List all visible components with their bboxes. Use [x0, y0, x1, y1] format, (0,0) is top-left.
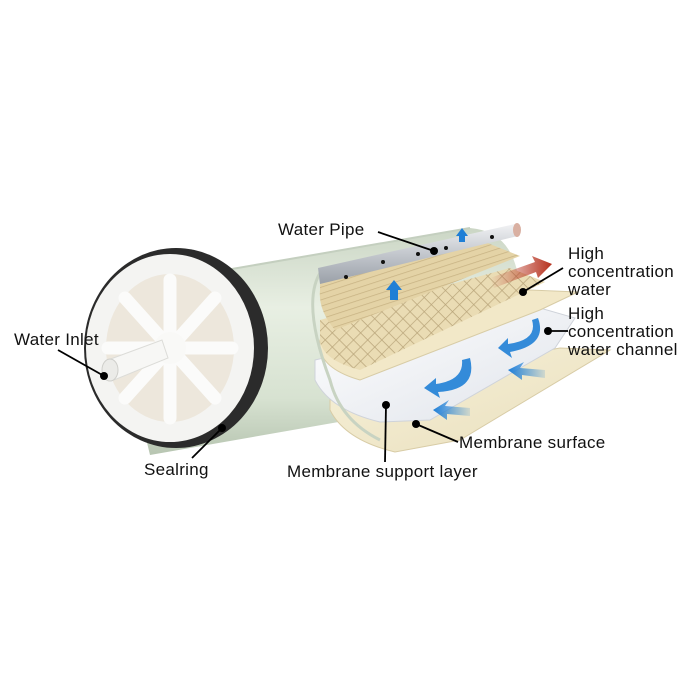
label-membrane-support-layer: Membrane support layer	[287, 462, 478, 481]
red-flow-arrow	[490, 256, 552, 288]
end-cap	[84, 248, 268, 448]
label-sealring: Sealring	[144, 460, 209, 479]
water-pipe-graphic	[318, 223, 521, 284]
label-water-pipe: Water Pipe	[278, 220, 365, 239]
blue-arrow-up	[456, 228, 468, 242]
blue-arrow-up	[386, 280, 402, 300]
flow-arrows	[386, 228, 552, 420]
leader-dots	[100, 247, 552, 432]
blue-curved-arrow	[498, 318, 541, 358]
blue-arrow-left	[508, 362, 545, 380]
label-membrane-surface: Membrane surface	[459, 433, 606, 452]
blue-arrow-left	[433, 400, 470, 420]
label-water-inlet: Water Inlet	[14, 330, 99, 349]
blue-curved-arrow	[424, 358, 472, 398]
label-high-concentration-water-channel: High concentration water channel	[568, 304, 678, 359]
label-high-concentration-water: High concentration water	[568, 244, 674, 299]
